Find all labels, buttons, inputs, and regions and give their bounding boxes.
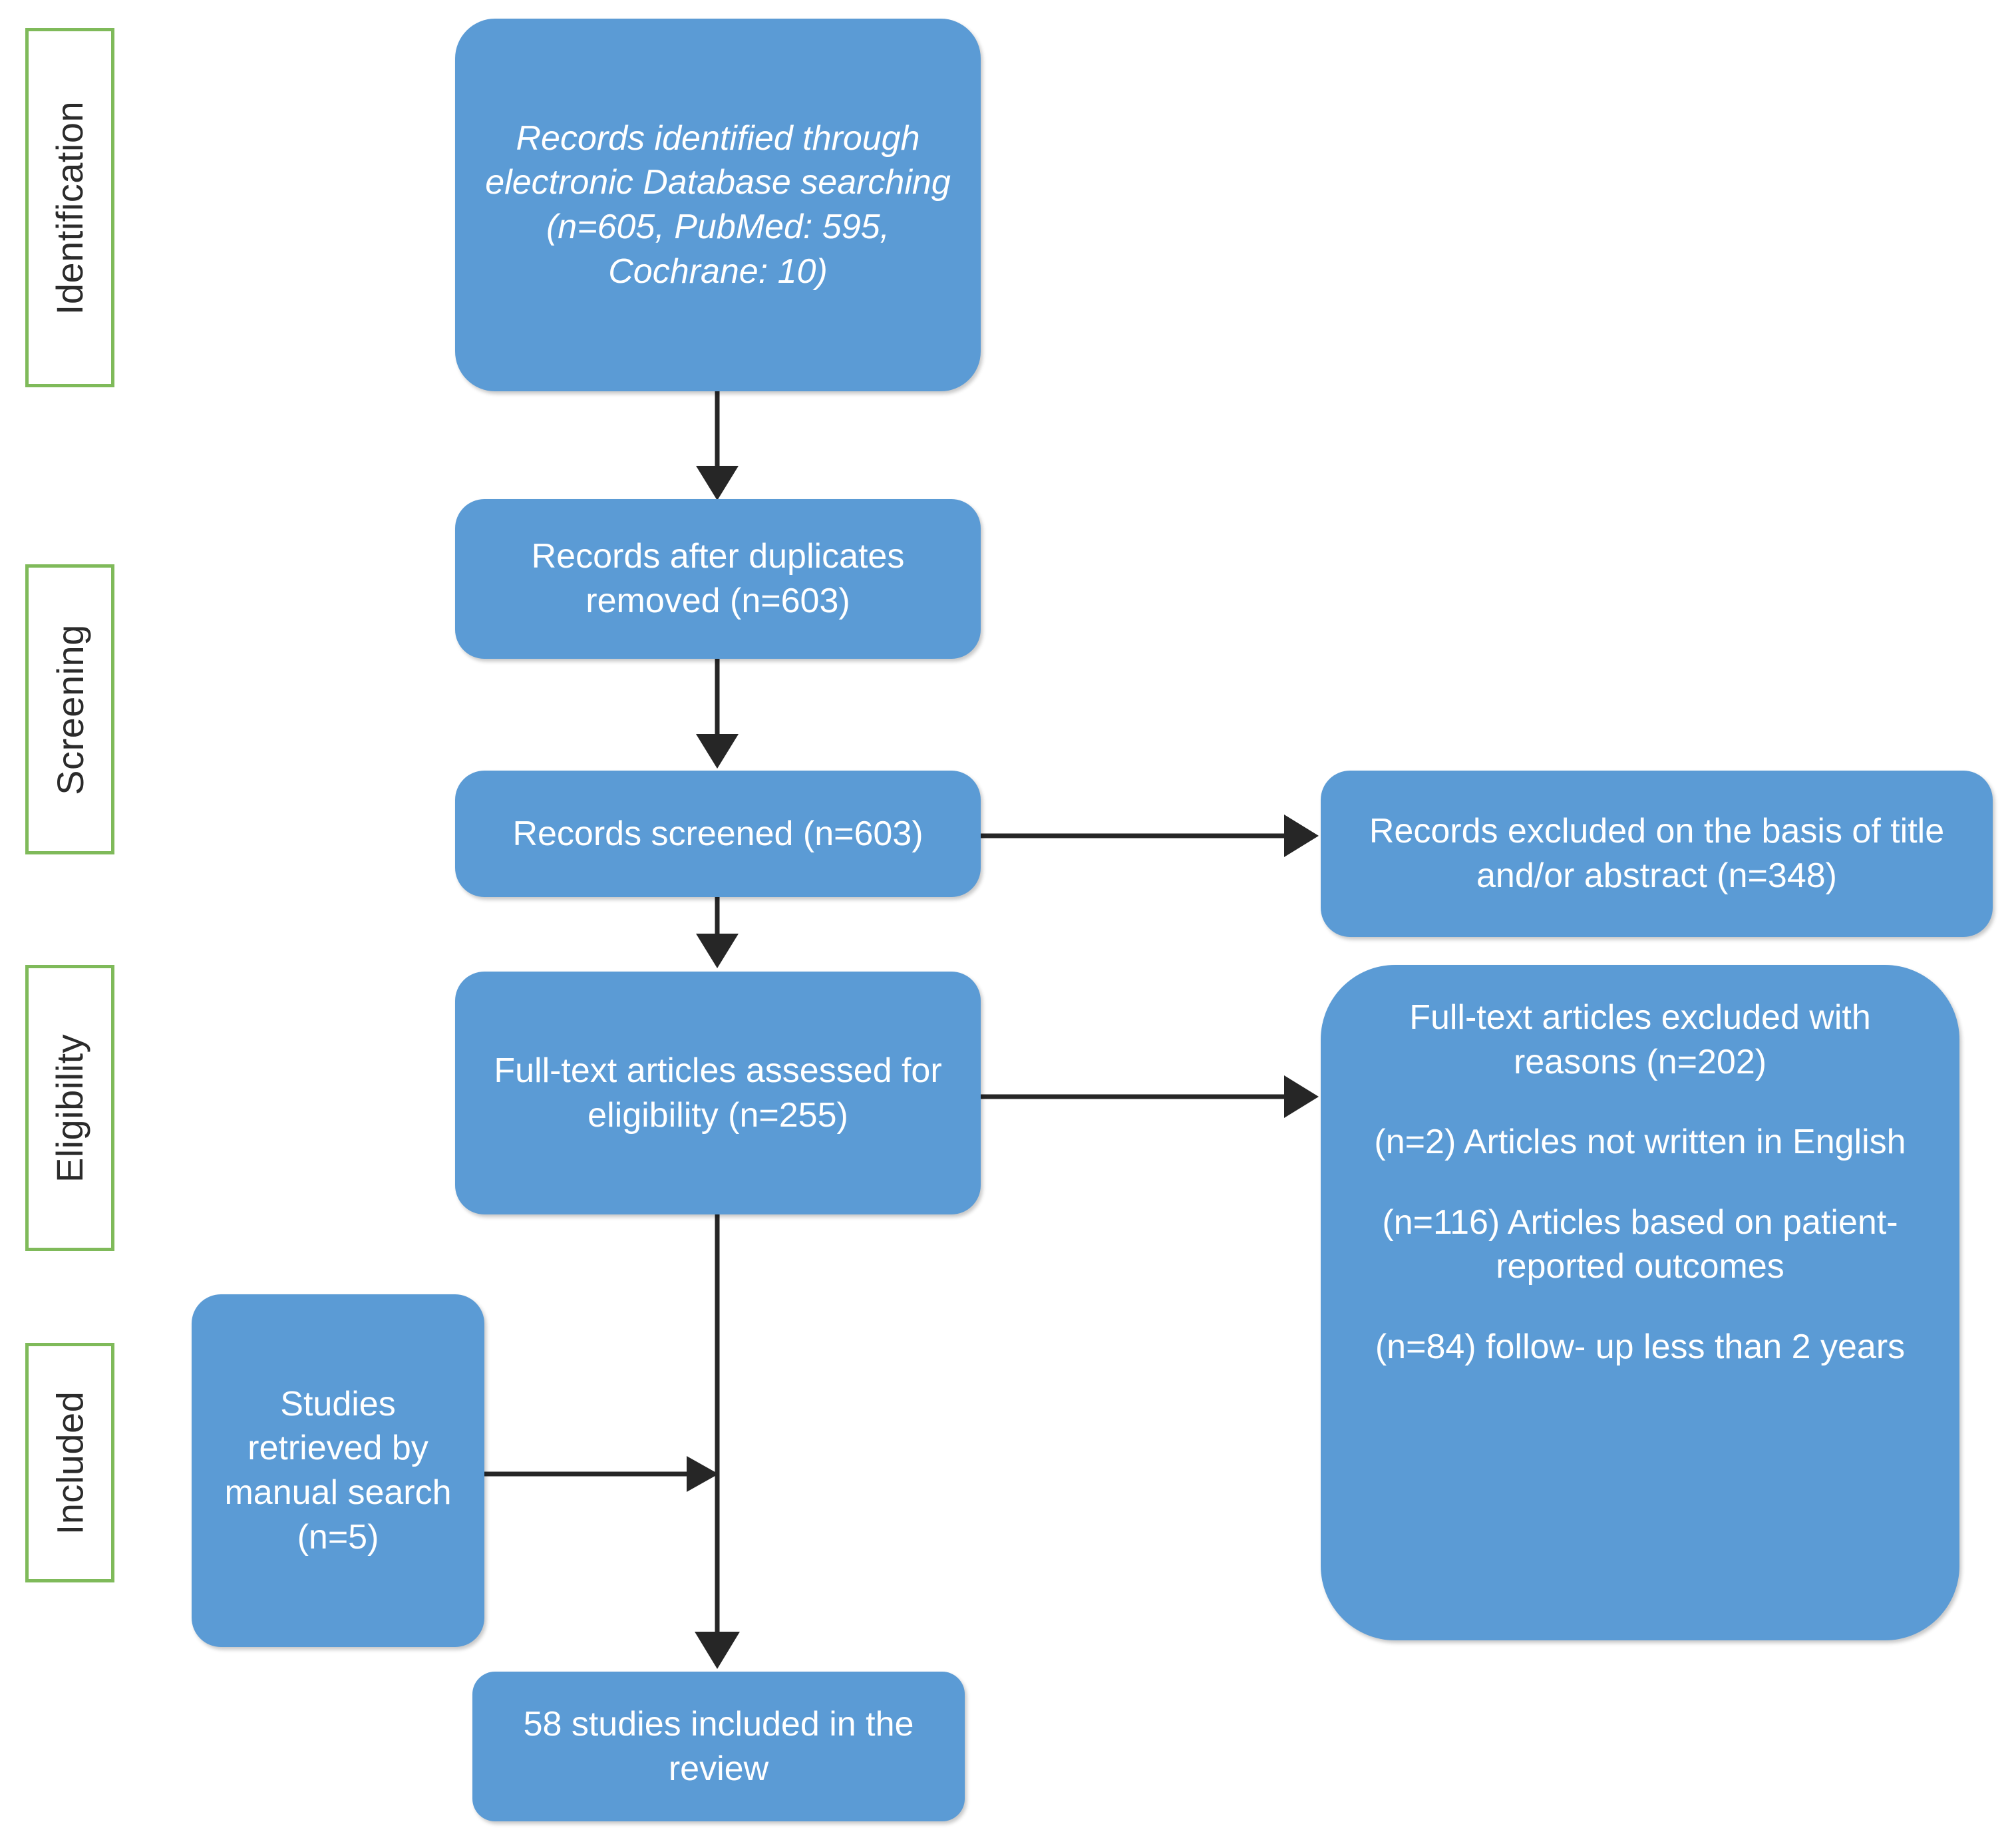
stage-label-included: Included xyxy=(25,1343,114,1582)
box-fulltext-assessed-text: Full-text articles assessed for eligibil… xyxy=(494,1051,942,1135)
box-records-identified-text: Records identified through electronic Da… xyxy=(485,118,951,291)
stage-label-screening: Screening xyxy=(25,564,114,854)
connector-fulltext-to-excluded xyxy=(966,1075,1319,1118)
fulltext-excluded-reason-3: (n=84) follow- up less than 2 years xyxy=(1375,1327,1906,1366)
box-studies-included[interactable]: 58 studies included in the review xyxy=(472,1672,965,1821)
box-fulltext-excluded[interactable]: Full-text articles excluded with reasons… xyxy=(1321,965,1959,1640)
box-records-screened-text: Records screened (n=603) xyxy=(512,814,924,853)
stage-label-included-text: Included xyxy=(49,1391,91,1535)
box-records-after-duplicates-text: Records after duplicates removed (n=603) xyxy=(531,537,905,620)
connector-fulltext-to-included xyxy=(695,1214,740,1669)
box-records-identified[interactable]: Records identified through electronic Da… xyxy=(455,19,981,391)
box-studies-included-text: 58 studies included in the review xyxy=(523,1704,914,1788)
box-manual-search-text: Studies retrieved by manual search (n=5) xyxy=(224,1384,452,1556)
box-records-after-duplicates[interactable]: Records after duplicates removed (n=603) xyxy=(455,499,981,659)
box-records-screened[interactable]: Records screened (n=603) xyxy=(455,771,981,897)
box-records-excluded-title-abstract-text: Records excluded on the basis of title a… xyxy=(1369,812,1945,895)
box-records-excluded-title-abstract[interactable]: Records excluded on the basis of title a… xyxy=(1321,771,1993,937)
box-fulltext-assessed[interactable]: Full-text articles assessed for eligibil… xyxy=(455,972,981,1214)
connector-screened-to-excluded xyxy=(966,815,1319,857)
connector-identified-to-duplicates xyxy=(696,391,739,500)
fulltext-excluded-reason-2: (n=116) Articles based on patient-report… xyxy=(1382,1202,1898,1286)
connector-screened-to-fulltext xyxy=(696,897,739,968)
connector-duplicates-to-screened xyxy=(696,659,739,769)
stage-label-identification-text: Identification xyxy=(49,100,91,315)
stage-label-screening-text: Screening xyxy=(49,624,91,795)
stage-label-identification: Identification xyxy=(25,28,114,387)
stage-label-eligibility-text: Eligibility xyxy=(49,1033,91,1183)
fulltext-excluded-reason-stack: Full-text articles excluded with reasons… xyxy=(1349,965,1932,1640)
fulltext-excluded-reason-1: (n=2) Articles not written in English xyxy=(1374,1123,1906,1162)
stage-label-eligibility: Eligibility xyxy=(25,965,114,1251)
fulltext-excluded-heading: Full-text articles excluded with reasons… xyxy=(1409,998,1871,1081)
connector-manual-to-included xyxy=(484,1456,719,1492)
box-manual-search[interactable]: Studies retrieved by manual search (n=5) xyxy=(192,1294,484,1647)
